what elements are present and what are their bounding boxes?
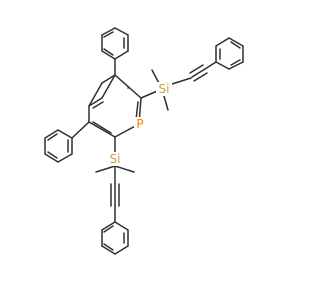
phosphorus-atom: P bbox=[134, 117, 146, 131]
phenyl-ring-bottom bbox=[101, 221, 129, 255]
silicon-label-top: Si bbox=[159, 82, 170, 96]
molecule-structure: P Si Si bbox=[44, 27, 244, 255]
silyl-group-bottom bbox=[95, 136, 135, 223]
phenyl-ring-top bbox=[101, 27, 129, 60]
phosphorus-label: P bbox=[136, 117, 143, 131]
silicon-label-bottom: Si bbox=[110, 152, 121, 166]
phenyl-ring-left bbox=[44, 129, 73, 163]
silicon-atom-top: Si bbox=[156, 82, 172, 96]
phosphinine-ring bbox=[71, 58, 142, 139]
silicon-atom-bottom: Si bbox=[107, 152, 123, 166]
molecule-canvas: P Si Si bbox=[44, 27, 244, 255]
silyl-group-top bbox=[140, 61, 217, 111]
phenyl-ring-right bbox=[215, 37, 244, 70]
